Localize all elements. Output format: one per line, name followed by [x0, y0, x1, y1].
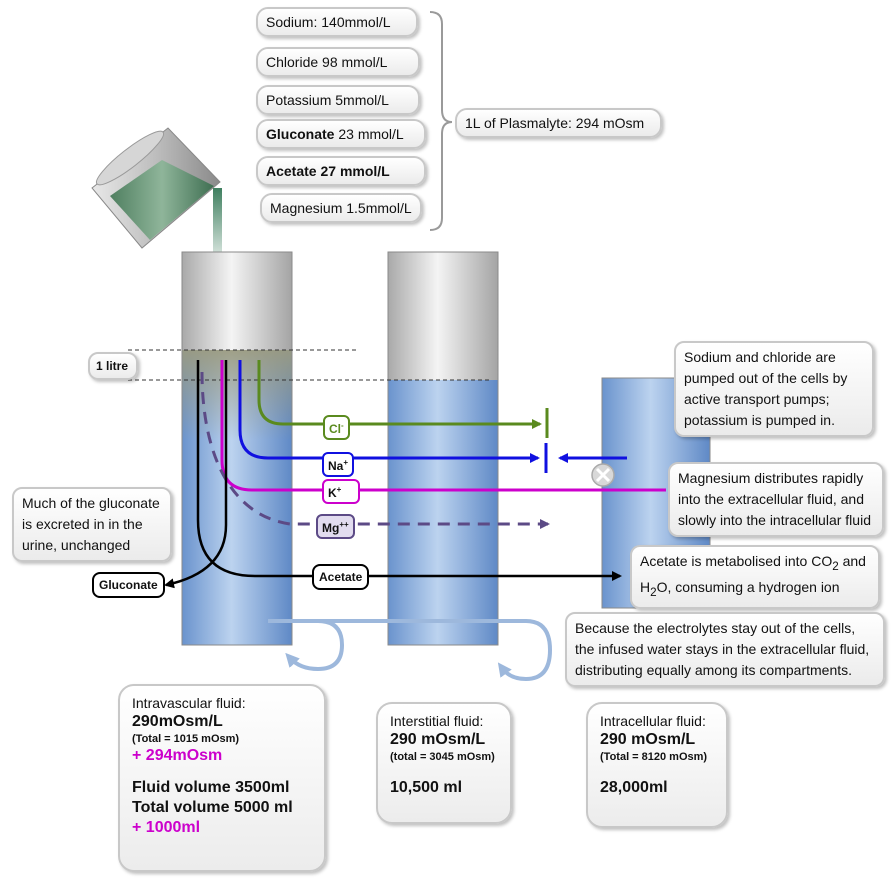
note-line: Because the electrolytes stay out of the… [575, 620, 856, 636]
panel-osm: 290 mOsm/L [390, 731, 486, 748]
magnesium-text: Magnesium 1.5mmol/L [270, 200, 412, 216]
panel-added-osm: + 294mOsm [132, 747, 223, 764]
note-line: distributing equally among its compartme… [575, 662, 853, 678]
note-text: and [838, 553, 866, 569]
note-line: Acetate is metabolised into CO2 and [640, 551, 870, 577]
acetate-name: Acetate [266, 163, 317, 179]
note-line: urine, unchanged [22, 537, 131, 553]
note-line: into the extracellular fluid, and [678, 491, 864, 507]
note-line: active transport pumps; [684, 391, 830, 407]
gluconate-name: Gluconate [266, 126, 335, 142]
chloride-tag-sup: - [341, 421, 344, 430]
note-line: potassium is pumped in. [684, 412, 835, 428]
panel-volume: 28,000ml [600, 779, 668, 796]
acetate-item: Acetate 27 mmol/L [256, 156, 426, 186]
gluconate-item: Gluconate 23 mmol/L [256, 119, 426, 149]
note-text: Acetate is metabolised into CO [640, 553, 833, 569]
panel-total-volume: Total volume 5000 ml [132, 799, 293, 816]
magnesium-item: Magnesium 1.5mmol/L [260, 193, 422, 223]
panel-total: (Total = 1015 mOsm) [132, 733, 240, 745]
interstitial-column [387, 251, 499, 646]
sodium-tag-text: Na [328, 459, 344, 473]
intracellular-panel: Intracellular fluid: 290 mOsm/L (Total =… [586, 702, 728, 828]
gluconate-arrow [164, 360, 228, 589]
magnesium-note: Magnesium distributes rapidly into the e… [668, 462, 884, 537]
note-line: H2O, consuming a hydrogen ion [640, 577, 870, 603]
note-sub: 2 [832, 559, 839, 573]
gluconate-tag-text: Gluconate [99, 578, 158, 592]
chloride-tag: Cl- [323, 415, 350, 440]
chloride-item: Chloride 98 mmol/L [256, 47, 420, 77]
panel-osm: 290mOsm/L [132, 713, 223, 730]
intravascular-panel: Intravascular fluid: 290mOsm/L (Total = … [118, 684, 326, 872]
chloride-arrow [257, 360, 542, 429]
panel-total: (Total = 8120 mOsm) [600, 751, 708, 763]
sodium-tag-sup: + [343, 458, 349, 467]
pump-blocked-icon [591, 463, 615, 487]
redistribution-arrow-right [300, 619, 553, 682]
note-line: Sodium and chloride are [684, 349, 836, 365]
panel-total: (total = 3045 mOsm) [390, 751, 495, 763]
panel-title: Intravascular fluid: [132, 695, 246, 711]
sodium-item: Sodium: 140mmol/L [256, 7, 418, 37]
electrolytes-note: Because the electrolytes stay out of the… [565, 612, 885, 687]
potassium-arrow [220, 360, 666, 492]
pour-stream [213, 188, 222, 252]
gluconate-value: 23 mmol/L [334, 126, 404, 142]
acetate-tag: Acetate [312, 564, 370, 590]
gluconate-tag: Gluconate [92, 572, 165, 598]
note-line: is excreted in in the [22, 516, 143, 532]
note-line: Magnesium distributes rapidly [678, 470, 864, 486]
magnesium-tag: Mg++ [316, 514, 355, 539]
note-line: slowly into the intracellular fluid [678, 512, 871, 528]
magnesium-tag-text: Mg [322, 521, 340, 535]
note-sub: 2 [650, 585, 657, 599]
note-line: pumped out of the cells by [684, 370, 848, 386]
plasmalyte-label: 1L of Plasmalyte: 294 mOsm [455, 108, 662, 138]
acetate-tag-text: Acetate [319, 570, 363, 584]
electrolyte-brace [429, 11, 453, 231]
note-line: Much of the gluconate [22, 495, 160, 511]
intravascular-column [181, 251, 293, 646]
chloride-tag-text: Cl [329, 422, 341, 436]
potassium-tag-text: K [328, 486, 337, 500]
potassium-tag-sup: + [336, 485, 342, 494]
panel-fluid-volume: Fluid volume 3500ml [132, 779, 290, 796]
chloride-text: Chloride 98 mmol/L [266, 54, 388, 70]
litre-label: 1 litre [88, 352, 138, 380]
beaker-icon [91, 127, 221, 249]
sodium-chloride-note: Sodium and chloride are pumped out of th… [674, 341, 874, 437]
potassium-item: Potassium 5mmol/L [256, 85, 420, 115]
magnesium-tag-sup: ++ [339, 520, 349, 529]
plasmalyte-text: 1L of Plasmalyte: 294 mOsm [465, 115, 645, 131]
potassium-tag: K+ [322, 479, 360, 504]
note-line: the infused water stays in the extracell… [575, 641, 870, 657]
panel-title: Interstitial fluid: [390, 713, 484, 729]
panel-osm: 290 mOsm/L [600, 731, 696, 748]
litre-text: 1 litre [96, 359, 129, 373]
panel-added-volume: + 1000ml [132, 819, 201, 836]
acetate-arrow [196, 360, 622, 581]
interstitial-panel: Interstitial fluid: 290 mOsm/L (total = … [376, 702, 512, 824]
redistribution-arrow-left [268, 619, 345, 672]
potassium-text: Potassium 5mmol/L [266, 92, 389, 108]
panel-volume: 10,500 ml [390, 779, 463, 796]
sodium-text: Sodium: 140mmol/L [266, 14, 391, 30]
acetate-value: 27 mmol/L [316, 163, 390, 179]
acetate-note: Acetate is metabolised into CO2 and H2O,… [630, 545, 880, 609]
sodium-arrow [238, 360, 540, 463]
note-text: O, consuming a hydrogen ion [656, 578, 840, 595]
note-text: H [640, 578, 651, 595]
sodium-tag: Na+ [322, 452, 355, 477]
panel-title: Intracellular fluid: [600, 713, 706, 729]
gluconate-note: Much of the gluconate is excreted in in … [12, 487, 172, 562]
